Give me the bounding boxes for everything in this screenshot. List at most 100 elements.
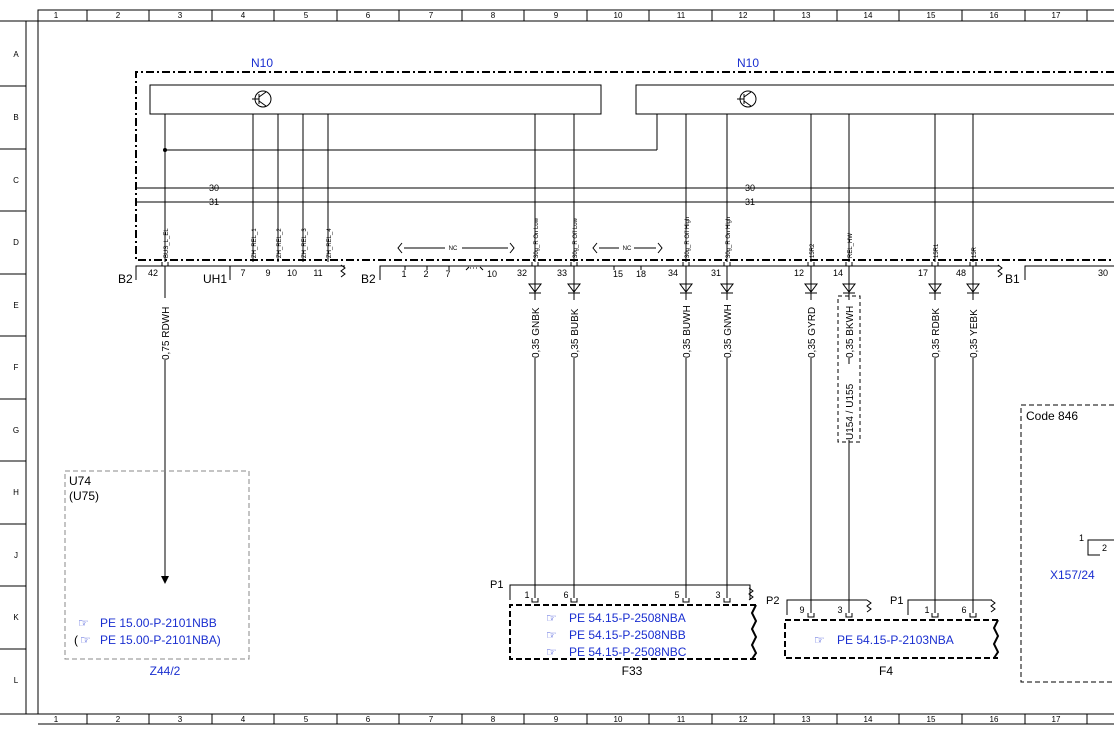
col-label: 3 <box>178 715 183 724</box>
x157-24-label: X157/24 <box>1050 568 1095 582</box>
col-label: 17 <box>1052 715 1061 724</box>
col-label: 15 <box>927 11 936 20</box>
wire-arrow-symbols <box>528 283 980 293</box>
ref-icon: ☞ <box>546 645 557 659</box>
row-label: F <box>14 363 19 372</box>
x157-connector <box>1087 539 1114 556</box>
pin-number: 7 <box>240 268 245 278</box>
component-z44-2: Z44/2 <box>150 664 181 678</box>
pin-number: 42 <box>148 268 158 278</box>
reference-link[interactable]: PE 54.15-P-2508NBB <box>569 628 686 642</box>
signal-name: 30g_R Off Low <box>573 217 579 258</box>
connector-b2-left: B2 <box>118 272 133 286</box>
reference-link[interactable]: PE 54.15-P-2508NBC <box>569 645 687 659</box>
pin-number: 3 <box>715 590 720 600</box>
pin-number: 6 <box>563 590 568 600</box>
col-label: 17 <box>1052 11 1061 20</box>
row-ticks <box>0 85 26 650</box>
ref-icon: ☞ <box>80 633 91 647</box>
nc-bracket <box>397 242 663 254</box>
reference-link[interactable]: PE 54.15-P-2508NBA <box>569 611 686 625</box>
col-label: 9 <box>554 11 559 20</box>
col-label: 10 <box>614 715 623 724</box>
frame-inner <box>37 9 1114 715</box>
col-label: 5 <box>304 715 309 724</box>
pin-number: 14 <box>833 268 843 278</box>
col-label: 7 <box>429 715 434 724</box>
wire-label: 0,35 BUWH <box>682 305 693 358</box>
ref-icon: ☞ <box>546 611 557 625</box>
n10-boundary <box>135 71 1114 261</box>
pin-number: 17 <box>918 268 928 278</box>
col-label: 16 <box>990 715 999 724</box>
code-846-label: Code 846 <box>1026 409 1078 423</box>
column-labels-top: 1 2 3 4 5 6 7 8 9 10 11 12 13 14 15 16 1… <box>54 11 1061 20</box>
ref-icon: ☞ <box>78 616 89 630</box>
wire-label: 0,35 BKWH <box>845 306 856 358</box>
reference-link[interactable]: PE 54.15-P-2103NBA <box>837 633 954 647</box>
col-label: 13 <box>802 715 811 724</box>
row-label: D <box>13 238 19 247</box>
col-label: 14 <box>864 11 873 20</box>
ref-icon: ☞ <box>546 628 557 642</box>
col-label: 8 <box>491 715 496 724</box>
f4-connector-p1 <box>907 599 992 615</box>
nc-label: NC <box>449 246 458 252</box>
u75-label: (U75) <box>69 489 99 503</box>
col-label: 1 <box>54 715 59 724</box>
z44-2-box <box>64 470 250 660</box>
pin-numbers: 42 7 9 10 11 1 2 7 10 32 33 15 18 34 31 … <box>148 268 966 279</box>
wire-label: 0,35 YEBK <box>969 309 980 358</box>
col-label: 8 <box>491 11 496 20</box>
wire-label: 0,35 BUBK <box>570 308 581 358</box>
col-label: 12 <box>739 11 748 20</box>
component-f4: F4 <box>879 664 893 678</box>
u154-u155-bracket <box>837 295 861 443</box>
pin-number: 9 <box>265 268 270 278</box>
pin-number: 1 <box>1079 533 1084 543</box>
pin-symbols <box>161 262 977 267</box>
pin-number: 48 <box>956 268 966 278</box>
row-labels: A B C D E F G H J K L <box>13 50 19 685</box>
pin-number: 10 <box>487 269 497 279</box>
reference-link[interactable]: PE 15.00-P-2101NBB <box>100 616 217 630</box>
pin-label: 30 <box>1098 268 1108 278</box>
row-label: G <box>13 426 19 435</box>
f4-connector-p2-label: P2 <box>766 595 779 607</box>
n10-label-left: N10 <box>251 56 273 70</box>
col-label: 11 <box>677 11 686 20</box>
col-label: 11 <box>677 715 686 724</box>
wire-label-masks <box>159 298 979 360</box>
wire-label: 0,75 RDWH <box>161 307 172 360</box>
bus-30-label: 30 <box>209 183 219 193</box>
col-label: 4 <box>241 715 246 724</box>
signal-names: BUS_L_EL ZH_REL_1 ZH_REL_2 ZH_REL_3 ZH_R… <box>164 217 978 258</box>
variant-label: U154 / U155 <box>845 383 856 440</box>
wire-label: 0,35 GYRD <box>807 307 818 358</box>
pin-number: 2 <box>1102 543 1107 553</box>
wire-label: 0,35 RDBK <box>931 308 942 358</box>
nc-label: NC <box>623 246 632 252</box>
row-label: C <box>13 176 19 185</box>
transistor-icon <box>737 90 757 108</box>
col-label: 5 <box>304 11 309 20</box>
pin-number: 33 <box>557 268 567 278</box>
col-label: 6 <box>366 715 371 724</box>
pin-number: 1 <box>524 590 529 600</box>
f4-connector-p1-label: P1 <box>890 595 903 607</box>
internal-wires <box>164 114 974 262</box>
pin-number: 32 <box>517 268 527 278</box>
row-label: E <box>13 301 18 310</box>
signal-name: ZH_REL_2 <box>277 228 283 258</box>
pin-number: 1 <box>924 605 929 615</box>
ref-icon: ☞ <box>814 633 825 647</box>
col-label: 13 <box>802 11 811 20</box>
signal-name: REL_HW <box>848 233 854 258</box>
signal-name: BUS_L_EL <box>164 228 170 258</box>
reference-link[interactable]: PE 15.00-P-2101NBA) <box>100 633 221 647</box>
col-label: 12 <box>739 715 748 724</box>
pin-number: 10 <box>287 268 297 278</box>
pin-number: 6 <box>961 605 966 615</box>
pin-number: 31 <box>711 268 721 278</box>
